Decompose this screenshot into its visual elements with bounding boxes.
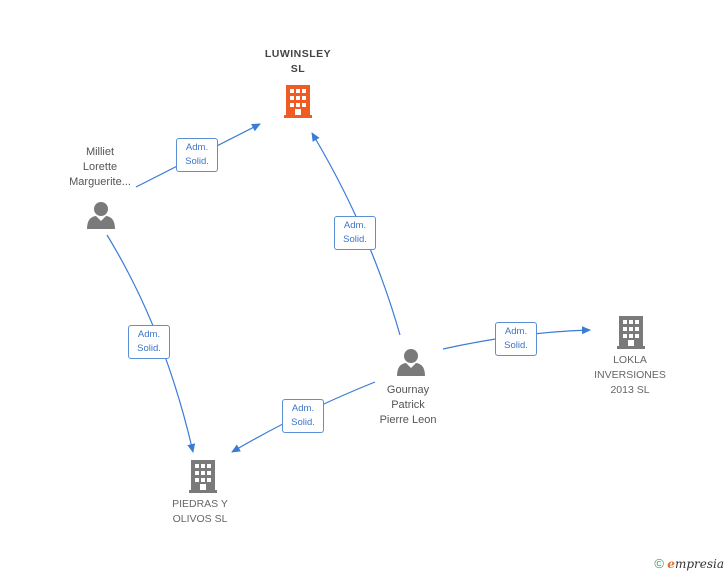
brand-e: e [667,557,675,571]
node-label-piedras[interactable]: PIEDRAS Y OLIVOS SL [150,497,250,527]
person-icon[interactable] [397,349,425,376]
relation-type: Solid. [291,417,315,428]
relation-label[interactable]: Adm. Solid. [176,138,218,172]
brand-name: mpresia [674,557,724,571]
node-label-gournay[interactable]: Gournay Patrick Pierre Leon [358,383,458,428]
person-icon[interactable] [87,202,115,229]
milliet-line2: Lorette [82,161,118,173]
relation-label[interactable]: Adm. Solid. [334,216,376,250]
node-label-lokla[interactable]: LOKLA INVERSIONES 2013 SL [580,353,680,398]
gournay-line2: Patrick [391,399,425,411]
lokla-name: LOKLA [613,354,647,366]
building-icon[interactable] [189,460,217,493]
luwinsley-suffix: SL [290,63,306,75]
relation-role: Adm. [343,220,367,231]
brand-logo[interactable]: empresia [667,557,724,571]
copyright-icon: © [654,556,664,571]
relation-label[interactable]: Adm. Solid. [282,399,324,433]
node-label-milliet[interactable]: Milliet Lorette Marguerite... [50,145,150,190]
lokla-suffix: 2013 SL [610,384,650,396]
building-icon[interactable] [617,316,645,349]
relation-role: Adm. [185,142,209,153]
relation-type: Solid. [504,340,528,351]
piedras-name: PIEDRAS Y [172,498,228,510]
footer-brand: © empresia [654,556,724,571]
relation-role: Adm. [504,326,528,337]
relation-type: Solid. [343,234,367,245]
relation-role: Adm. [291,403,315,414]
milliet-line1: Milliet [85,146,115,158]
relation-label[interactable]: Adm. Solid. [495,322,537,356]
relation-type: Solid. [137,343,161,354]
lokla-name-2: INVERSIONES [594,369,666,381]
piedras-suffix: OLIVOS SL [172,513,228,525]
gournay-line3: Pierre Leon [379,414,437,426]
luwinsley-name: LUWINSLEY [264,48,332,60]
relation-role: Adm. [137,329,161,340]
relation-type: Solid. [185,156,209,167]
gournay-line1: Gournay [386,384,430,396]
relation-label[interactable]: Adm. Solid. [128,325,170,359]
node-label-luwinsley[interactable]: LUWINSLEY SL [248,47,348,77]
milliet-line3: Marguerite... [69,176,131,188]
building-icon[interactable] [284,85,312,118]
